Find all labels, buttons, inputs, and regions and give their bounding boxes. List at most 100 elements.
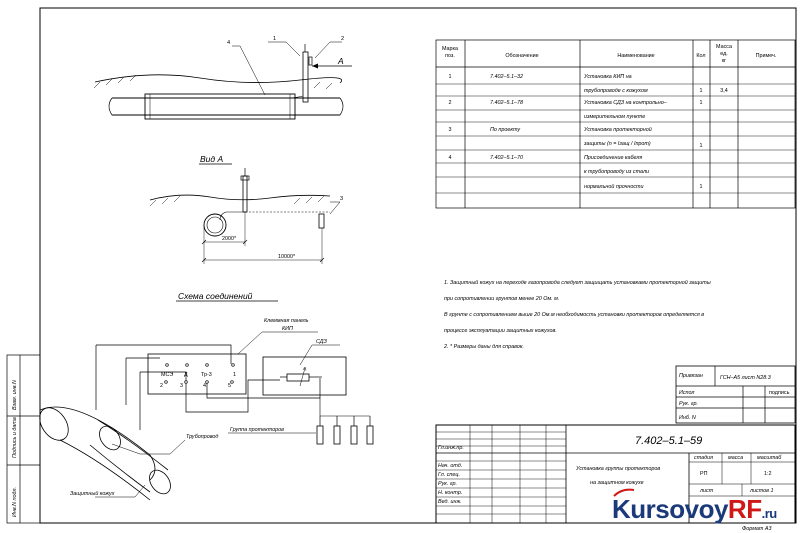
binding-sign: подпись xyxy=(769,390,790,396)
binding-value: ГСН–А5 лист N28.3 xyxy=(720,375,771,381)
role-gl-spec: Гл. спец. xyxy=(438,472,460,478)
title-block xyxy=(435,424,796,524)
row1-name-2: трубопроводе с кожухом xyxy=(584,88,648,94)
sheet-frame xyxy=(39,7,797,524)
binding-row-ispol: Испол xyxy=(679,390,694,396)
row3-name-1: Установка протекторной xyxy=(583,126,652,133)
role-glavnyy-inzhener: Гл.инж.пр. xyxy=(438,445,464,451)
row2-mark: 2 xyxy=(449,100,452,106)
header-note: Примеч. xyxy=(756,53,777,59)
arrow-a-label: А xyxy=(337,56,344,66)
terminal-panel-label-1: Клеммная панель xyxy=(264,318,309,324)
callout-2: 2 xyxy=(341,36,344,42)
logo-swoosh-icon xyxy=(613,488,635,497)
terminal-panel-label-2: КИП xyxy=(282,326,293,332)
binding-row-ruk: Рук. гр. xyxy=(679,401,698,407)
dimension-large: 10000* xyxy=(278,254,296,260)
row2-name-2: измерительном пункте xyxy=(584,114,645,120)
drawing-title-2: на защитном кожухе xyxy=(590,480,644,486)
row4-name-3: нормальной прочности xyxy=(584,183,644,190)
row3-qty: 1 xyxy=(700,143,703,149)
spec-table: Марка поз. Обозначение Наименование Кол … xyxy=(442,44,776,190)
note-line-3: В грунте с сопротивлением выше 20 Ом.м н… xyxy=(444,312,704,318)
terminal-1: 1 xyxy=(233,372,236,378)
row3-designation: По проекту xyxy=(490,127,520,133)
mass-header: масса xyxy=(728,455,743,461)
terminal-5: 5 xyxy=(228,383,231,389)
format-label: Формат А3 xyxy=(742,526,772,532)
binding-block xyxy=(675,365,796,424)
callout-1: 1 xyxy=(273,36,276,42)
callout-4: 4 xyxy=(227,40,230,46)
terminal-tr3: Тр-3 xyxy=(201,372,212,378)
stage-value: РП xyxy=(700,471,708,477)
protector-group-label: Группа протекторов xyxy=(230,427,284,433)
casing-label: Защитный кожух xyxy=(70,490,115,497)
side-stamp-labels: Взам. инв.N Подпись и дата Инв.N подл. xyxy=(12,380,18,517)
row4-mark: 4 xyxy=(449,155,452,161)
row1-mass: 3,4 xyxy=(720,88,728,94)
row1-qty: 1 xyxy=(700,88,703,94)
watermark-logo: KursovoyRF.ru xyxy=(612,488,778,525)
spec-table-grid xyxy=(435,39,796,209)
row2-designation: 7.402–5.1–78 xyxy=(490,100,523,106)
stamp-inv-podl: Инв.N подл. xyxy=(12,487,18,517)
stamp-vzam-inv: Взам. инв.N xyxy=(12,380,18,410)
header-mark-2: поз. xyxy=(445,53,455,59)
terminal-3: 3 xyxy=(180,383,183,389)
side-stamp xyxy=(6,354,41,524)
header-qty: Кол xyxy=(696,53,705,59)
watermark-accent: RF xyxy=(727,494,762,524)
terminal-d: Д xyxy=(184,372,188,378)
row2-qty: 1 xyxy=(700,100,703,106)
row3-name-2: защиты (n = Iзащ / Iпрот) xyxy=(583,141,651,147)
row1-name-1: Установка КИП на xyxy=(583,74,632,80)
binding-title: Привязан xyxy=(679,373,703,379)
role-n-kontr: Н. контр. xyxy=(438,490,462,496)
note-line-1: 1. Защитный кожух на переходе газопровод… xyxy=(444,279,711,286)
row4-name-2: к трубопроводу из стали xyxy=(584,169,649,175)
terminal-2: 2 xyxy=(160,383,163,389)
note-line-5: 2. * Размеры даны для справок. xyxy=(443,344,524,350)
stage-header: стадия xyxy=(694,455,713,461)
view-a xyxy=(149,163,341,264)
pipeline-label: Трубопровод xyxy=(186,434,218,440)
watermark-suffix: .ru xyxy=(761,506,778,521)
view-a-title: Вид А xyxy=(200,154,223,164)
row1-designation: 7.402–5.1–32 xyxy=(490,74,523,80)
row4-designation: 7.402–5.1–70 xyxy=(490,155,523,161)
role-ved-inzh: Вед. инж. xyxy=(438,499,462,505)
note-line-4: процессе эксплуатации защитных кожухов. xyxy=(444,328,557,334)
scale-value: 1:2 xyxy=(764,471,772,477)
header-mass-2: ед. xyxy=(720,51,728,57)
header-designation: Обозначение xyxy=(505,53,538,59)
notes: 1. Защитный кожух на переходе газопровод… xyxy=(443,279,711,350)
drawing-code: 7.402–5.1–59 xyxy=(635,435,702,447)
stamp-podpis-data: Подпись и дата xyxy=(12,417,18,458)
role-nach-otd: Нач. отд. xyxy=(438,463,462,469)
row1-mark: 1 xyxy=(449,74,452,80)
watermark-main: Kursovoy xyxy=(612,494,728,524)
sheets-label: листов 1 xyxy=(749,488,773,494)
connection-scheme xyxy=(39,300,374,501)
view-a-callout-3: 3 xyxy=(340,196,343,202)
header-mass-1: Масса xyxy=(716,44,732,50)
row4-name-1: Присоединение кабеля xyxy=(584,155,642,161)
header-name: Наименование xyxy=(617,53,654,59)
dimension-small: 2000* xyxy=(222,236,237,242)
sheet-label: лист xyxy=(699,488,714,494)
header-mass-3: кг xyxy=(722,58,726,64)
sdz-label: СДЗ xyxy=(316,339,328,345)
note-line-2: при сопротивлении грунтов менее 20 Ом. м… xyxy=(444,296,559,302)
scale-header: масштаб xyxy=(757,455,782,461)
terminal-4: 4 xyxy=(203,383,206,389)
row2-name-1: Установка СДЗ на контрольно– xyxy=(583,100,668,106)
row3-mark: 3 xyxy=(449,127,452,133)
terminal-mse: МСЭ xyxy=(161,372,173,378)
scheme-title: Схема соединений xyxy=(178,291,253,301)
binding-row-inv: Инб. N xyxy=(679,415,696,421)
header-mark-1: Марка xyxy=(442,46,458,52)
drawing-title-1: Установка группы протекторов xyxy=(575,466,660,472)
